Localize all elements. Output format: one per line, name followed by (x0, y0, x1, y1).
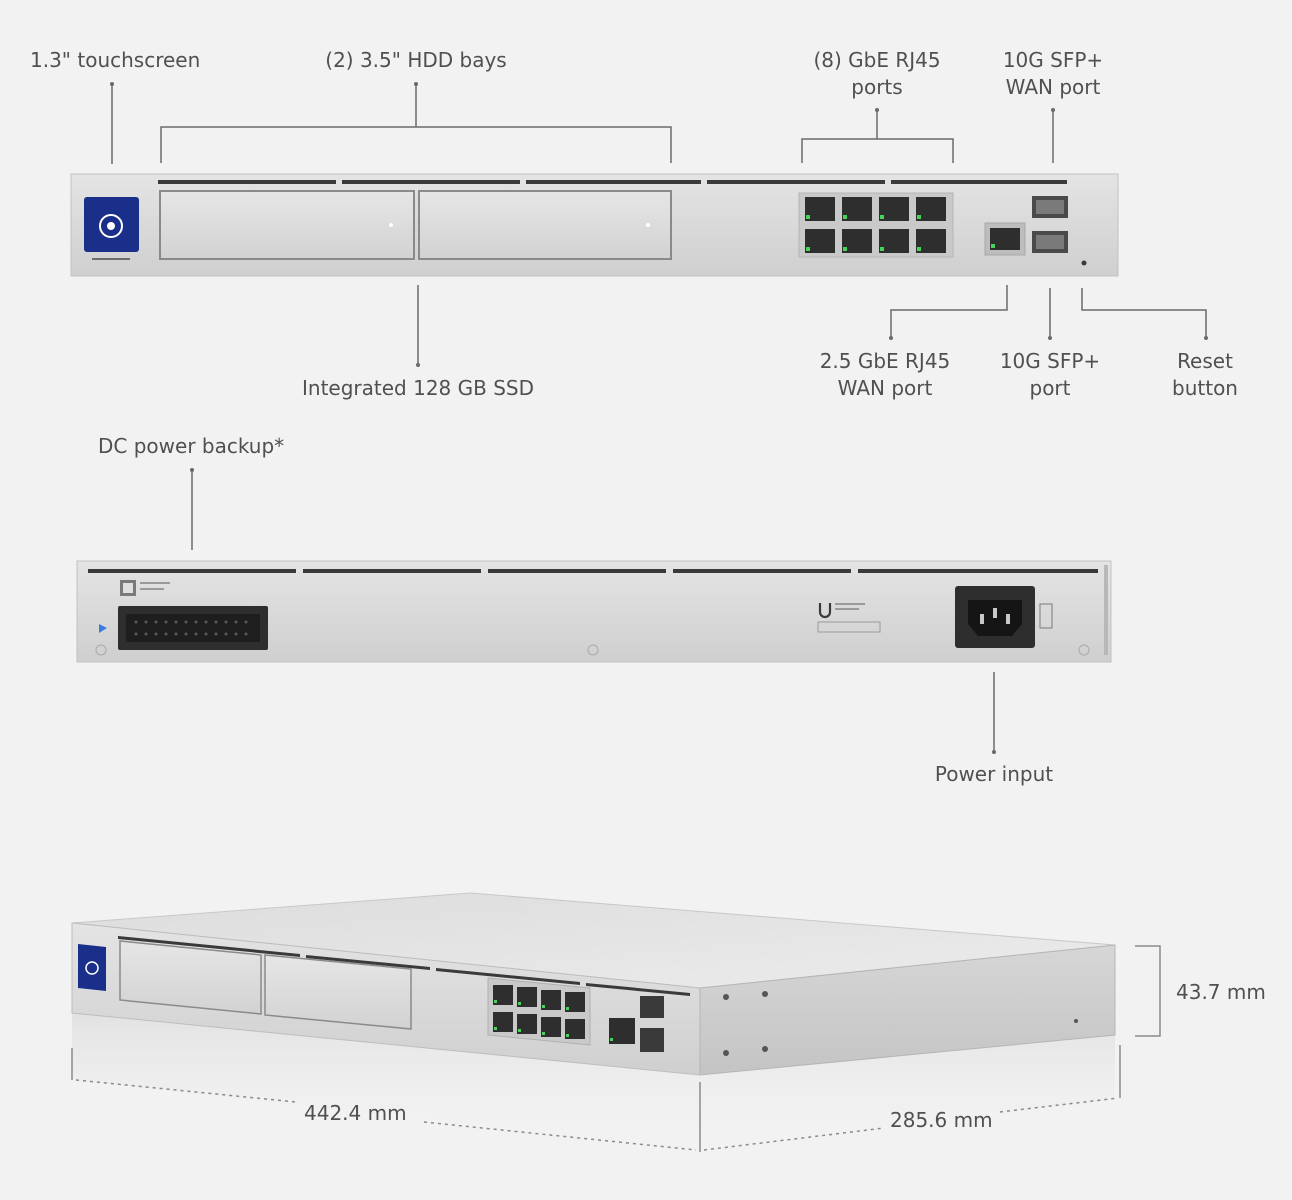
sfp-ports (1032, 196, 1068, 253)
front-view (70, 173, 1119, 277)
dc-power-connector (118, 606, 268, 650)
reset-button (1081, 260, 1087, 266)
label-dc-power-backup: DC power backup* (98, 434, 285, 458)
dimension-height: 43.7 mm (1176, 980, 1266, 1004)
rear-view (76, 560, 1112, 663)
label-hdd-bays: (2) 3.5" HDD bays (325, 48, 507, 72)
label-ssd: Integrated 128 GB SSD (302, 376, 534, 400)
front-leaders (111, 84, 1207, 365)
dimension-width: 442.4 mm (304, 1101, 407, 1125)
gbe-rj45-ports (798, 192, 954, 258)
label-power-input: Power input (934, 762, 1054, 786)
dimension-lines (71, 945, 1161, 1152)
hdd-bays (159, 190, 672, 260)
wan-25gbe-port (984, 222, 1026, 256)
qr-code-icon (120, 580, 170, 596)
isometric-view (71, 892, 1116, 1150)
label-touchscreen: 1.3" touchscreen (30, 48, 201, 72)
touchscreen-icon (84, 197, 139, 260)
dimension-depth: 285.6 mm (890, 1108, 993, 1132)
label-sfp-wan: 10G SFP+WAN port (1002, 48, 1104, 99)
ubiquiti-logo-icon (817, 603, 881, 633)
label-sfp-port: 10G SFP+port (999, 349, 1101, 400)
power-socket-icon (955, 586, 1053, 648)
